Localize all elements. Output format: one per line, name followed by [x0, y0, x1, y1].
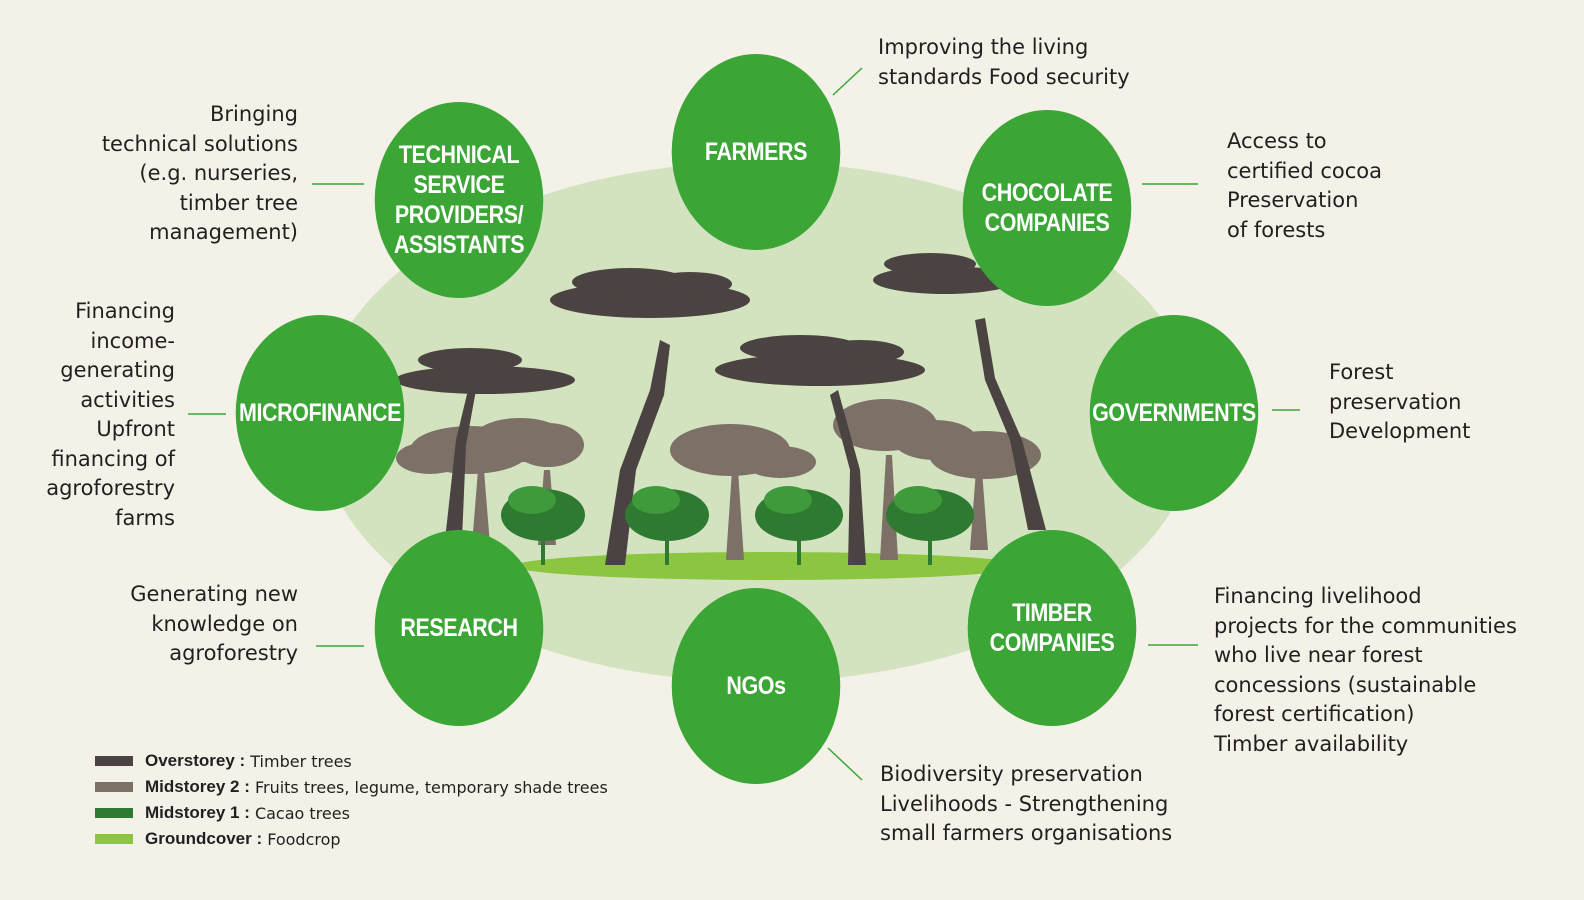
legend-swatch — [95, 808, 133, 818]
legend-swatch — [95, 756, 133, 766]
legend-swatch — [95, 782, 133, 792]
ngos-circle: NGOs — [671, 588, 841, 784]
legend-item-midstorey-2: Midstorey 2 : Fruits trees, legume, temp… — [95, 774, 608, 800]
legend: Overstorey : Timber trees Midstorey 2 : … — [95, 748, 608, 852]
overstorey-trees — [395, 253, 1046, 565]
groundcover-strip — [515, 552, 1025, 580]
legend-label: Midstorey 1 : — [145, 803, 250, 822]
research-circle: RESEARCH — [374, 530, 544, 726]
legend-desc: Foodcrop — [267, 829, 341, 849]
microfinance-description: Financing income- generating activities … — [46, 299, 175, 530]
technical-service-providers-description: Bringing technical solutions (e.g. nurse… — [101, 102, 298, 244]
governments-description: Forest preservation Development — [1329, 360, 1471, 443]
legend-item-overstorey: Overstorey : Timber trees — [95, 748, 608, 774]
legend-desc: Fruits trees, legume, temporary shade tr… — [254, 777, 608, 797]
farmers-circle: FARMERS — [671, 54, 841, 250]
timber-companies-description: Financing livelihood projects for the co… — [1214, 584, 1517, 756]
legend-desc: Cacao trees — [254, 803, 350, 823]
timber-companies-circle: TIMBER COMPANIES — [967, 530, 1137, 726]
legend-item-groundcover: Groundcover : Foodcrop — [95, 826, 608, 852]
farmers-description: Improving the living standards Food secu… — [878, 35, 1130, 89]
microfinance-circle: MICROFINANCE — [235, 315, 405, 511]
legend-desc: Timber trees — [250, 751, 352, 771]
technical-service-providers-circle: TECHNICAL SERVICE PROVIDERS/ ASSISTANTS — [374, 102, 544, 298]
governments-circle: GOVERNMENTS — [1089, 315, 1259, 511]
legend-label: Midstorey 2 : — [145, 777, 250, 796]
legend-label: Overstorey : — [145, 751, 246, 770]
legend-item-midstorey-1: Midstorey 1 : Cacao trees — [95, 800, 608, 826]
research-description: Generating new knowledge on agroforestry — [130, 582, 298, 665]
connector-farmers — [832, 67, 863, 96]
legend-swatch — [95, 834, 133, 844]
ngos-description: Biodiversity preservation Livelihoods - … — [880, 762, 1173, 845]
chocolate-companies-description: Access to certified cocoa Preservation o… — [1227, 129, 1382, 242]
midstorey-1-cacao-trees — [501, 486, 974, 565]
connector-ngos — [827, 747, 863, 781]
legend-label: Groundcover : — [145, 829, 263, 848]
midstorey-2-trees — [396, 399, 1041, 560]
chocolate-companies-circle: CHOCOLATE COMPANIES — [962, 110, 1132, 306]
